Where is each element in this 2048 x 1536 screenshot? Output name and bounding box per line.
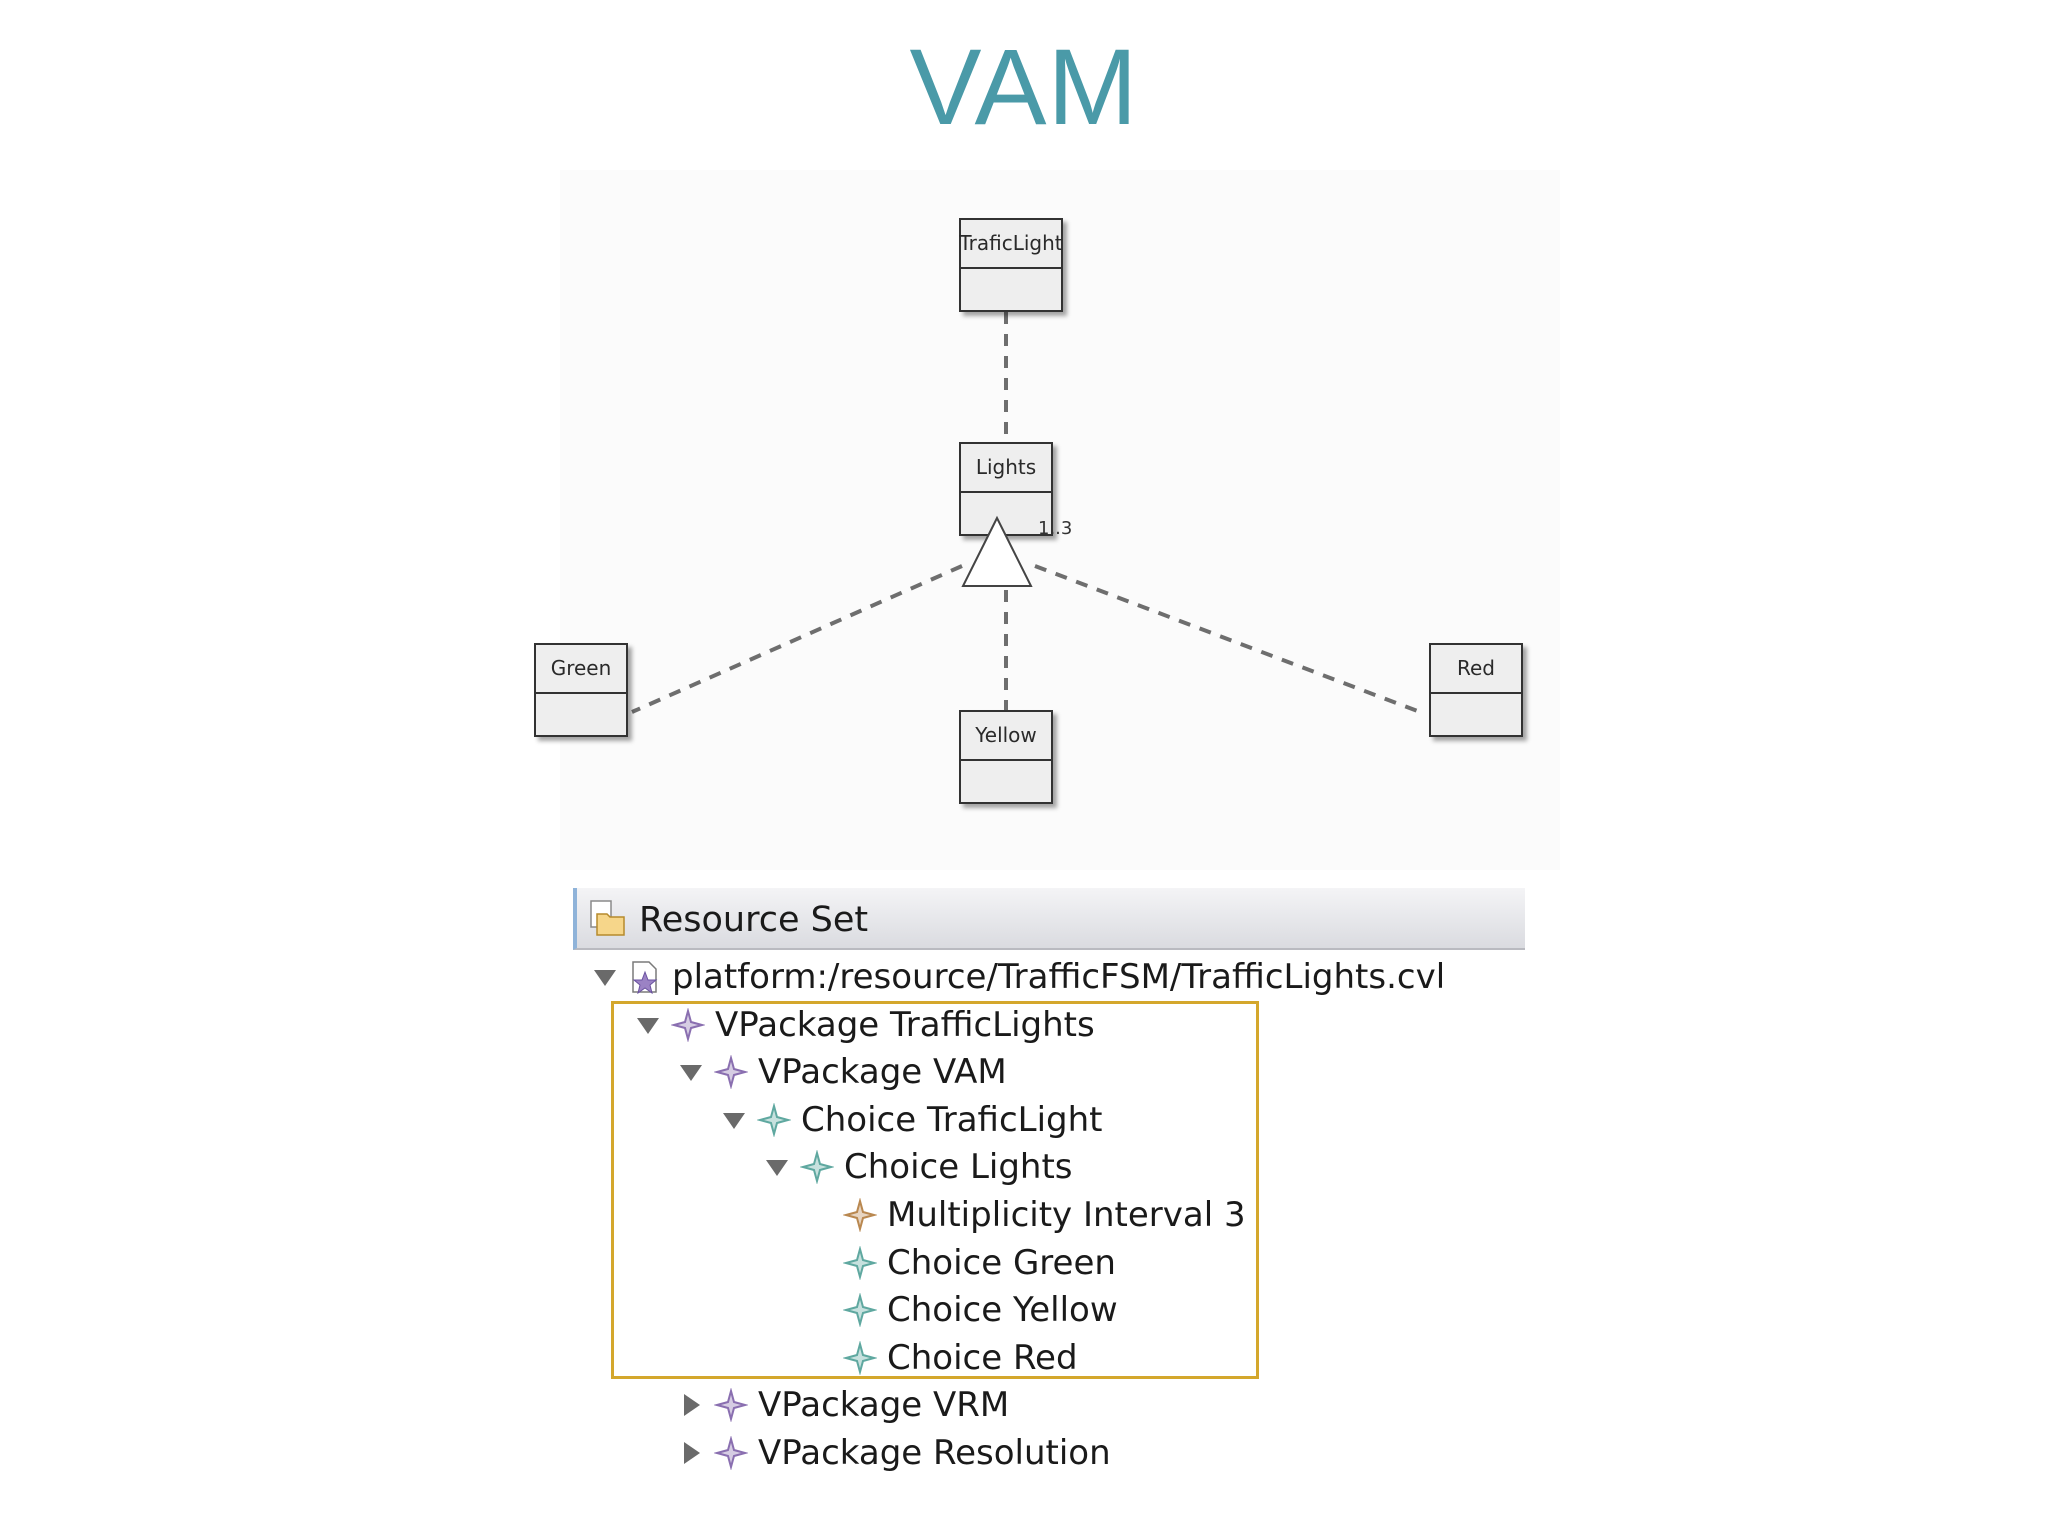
class-red[interactable] [1429, 643, 1523, 737]
vpackage-icon [714, 1055, 748, 1090]
choice-icon [757, 1102, 791, 1137]
collapsed-arrow-icon[interactable] [676, 1390, 706, 1420]
expanded-arrow-icon[interactable] [676, 1057, 706, 1087]
connector-lights-red [1034, 564, 1421, 714]
multiplicity-label: 1..3 [1038, 518, 1072, 539]
tree-row-label: platform:/resource/TrafficFSM/TrafficLig… [672, 957, 1446, 997]
tree-row[interactable]: Choice Lights [762, 1144, 1073, 1190]
expanded-arrow-icon[interactable] [762, 1152, 792, 1182]
collapsed-arrow-icon[interactable] [676, 1438, 706, 1468]
tree-row[interactable]: VPackage TrafficLights [633, 1002, 1095, 1048]
tree-row-label: VPackage TrafficLights [715, 1004, 1095, 1045]
tree-row-label: Choice TraficLight [801, 1099, 1103, 1140]
tree-row[interactable]: VPackage VAM [676, 1049, 1007, 1095]
feature-diagram: TraficLight Lights 1..3 Green Yellow Red [534, 218, 1523, 804]
class-red-label: Red [1457, 656, 1495, 680]
tree-row[interactable]: VPackage Resolution [676, 1430, 1111, 1476]
resource-file-icon [628, 960, 662, 994]
vpackage-icon [714, 1388, 748, 1423]
tree-row-label: VPackage Resolution [758, 1433, 1111, 1473]
tree-row-label: Choice Red [887, 1337, 1078, 1378]
class-traficlight-label: TraficLight [958, 231, 1062, 255]
expanded-arrow-icon[interactable] [719, 1105, 749, 1135]
tree-row-label: VPackage VRM [758, 1385, 1010, 1426]
tree-row[interactable]: VPackage VRM [676, 1382, 1009, 1428]
tree-row-label: Choice Green [887, 1242, 1116, 1283]
tree-row[interactable]: Multiplicity Interval 3 [805, 1192, 1246, 1238]
class-green[interactable] [534, 643, 628, 737]
tree-row[interactable]: Choice Yellow [805, 1287, 1118, 1333]
tree-row[interactable]: Choice Green [805, 1240, 1116, 1286]
tree-row[interactable]: platform:/resource/TrafficFSM/TrafficLig… [590, 954, 1445, 1000]
class-green-label: Green [551, 656, 612, 680]
choice-icon [843, 1245, 877, 1280]
vpackage-icon [671, 1007, 705, 1042]
multiplicity-icon [843, 1198, 877, 1232]
choice-icon [843, 1340, 877, 1375]
resource-set-panel: Resource Set [573, 888, 1525, 1488]
class-yellow-label: Yellow [974, 723, 1037, 747]
vpackage-icon [714, 1436, 748, 1470]
class-lights[interactable] [959, 442, 1053, 536]
class-yellow[interactable] [959, 710, 1053, 804]
tree-row-label: Choice Lights [844, 1147, 1073, 1188]
tree-spacer [805, 1295, 835, 1325]
class-lights-label: Lights [976, 455, 1036, 479]
tree-spacer [805, 1200, 835, 1230]
resource-set-title: Resource Set [639, 900, 869, 940]
group-triangle [961, 515, 1033, 587]
tree-row-label: VPackage VAM [758, 1052, 1007, 1093]
tree-spacer [805, 1343, 835, 1373]
tree-row[interactable]: Choice TraficLight [719, 1097, 1103, 1143]
tree-row-label: Choice Yellow [887, 1290, 1118, 1331]
connector-lights-green [631, 564, 963, 714]
tree-spacer [805, 1248, 835, 1278]
resource-set-icon [587, 898, 629, 940]
resource-set-header: Resource Set [573, 888, 1525, 950]
expanded-arrow-icon[interactable] [633, 1010, 663, 1040]
choice-icon [800, 1150, 834, 1185]
tree-row[interactable]: Choice Red [805, 1335, 1078, 1381]
choice-icon [843, 1293, 877, 1328]
tree-row-label: Multiplicity Interval 3 [887, 1195, 1246, 1235]
expanded-arrow-icon[interactable] [590, 962, 620, 992]
class-traficlight[interactable] [959, 218, 1063, 312]
page-title: VAM [909, 26, 1139, 147]
